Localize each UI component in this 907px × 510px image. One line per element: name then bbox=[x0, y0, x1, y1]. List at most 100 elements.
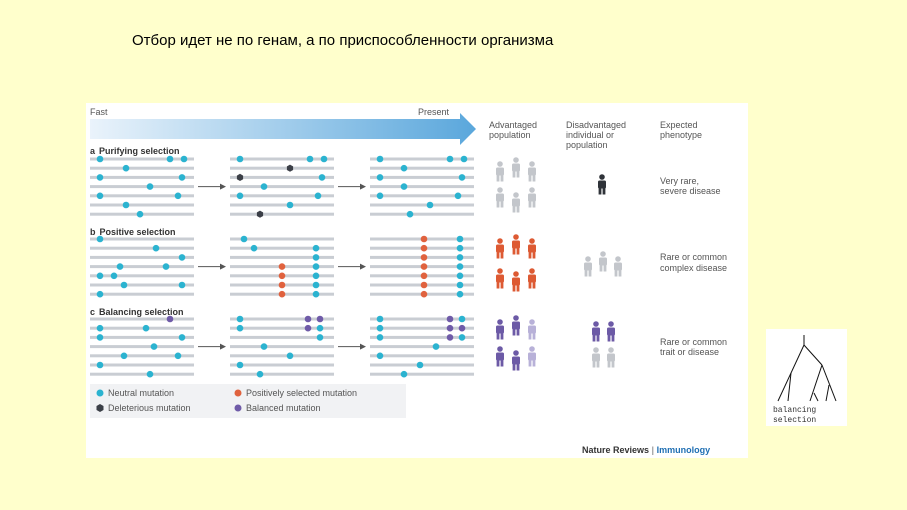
balanced-mutation-dot bbox=[304, 324, 312, 332]
neutral-mutation-dot bbox=[456, 281, 464, 289]
generated-marks bbox=[90, 155, 622, 378]
neutral-mutation-dot bbox=[312, 272, 320, 280]
chromosome-line-0-2-4 bbox=[370, 194, 474, 198]
balanced-mutation-dot bbox=[304, 315, 312, 323]
disadvantaged-person-a-head bbox=[599, 174, 605, 180]
timeline-end: Present bbox=[418, 107, 450, 117]
neutral-mutation-dot bbox=[376, 324, 384, 332]
neutral-mutation-dot bbox=[96, 192, 104, 200]
positive-mutation-dot bbox=[420, 235, 428, 243]
chromosome-line-1-0-5 bbox=[90, 283, 194, 287]
positive-mutation-dot bbox=[420, 244, 428, 252]
neutral-mutation-dot bbox=[122, 201, 130, 209]
neutral-mutation-dot bbox=[178, 281, 186, 289]
neutral-mutation-dot bbox=[260, 343, 268, 350]
advantaged-person-a-4-leg-left bbox=[512, 206, 516, 213]
advantaged-person-b-5-torso bbox=[528, 274, 536, 283]
chromosome-line-2-0-1 bbox=[90, 326, 194, 330]
neutral-mutation-dot bbox=[400, 370, 408, 378]
disadvantaged-person-a-torso bbox=[598, 180, 606, 189]
chromosome-line-2-1-2 bbox=[230, 335, 334, 339]
advantaged-person-a-0-leg-left bbox=[496, 175, 500, 182]
advantaged-person-a-1-head bbox=[513, 157, 519, 163]
neutral-mutation-dot bbox=[162, 263, 170, 270]
positive-mutation-dot bbox=[278, 263, 286, 270]
chromosome-line-2-2-3 bbox=[370, 345, 474, 349]
disadvantaged-person-c-grey-0-head bbox=[593, 347, 599, 353]
chromosome-line-2-2-1 bbox=[370, 326, 474, 330]
advantaged-person-a-1-leg-right bbox=[516, 171, 520, 178]
chromosome-line-2-2-4 bbox=[370, 354, 474, 358]
neutral-mutation-dot bbox=[432, 343, 440, 350]
disadvantaged-person-b-2-head bbox=[615, 256, 621, 262]
chromosome-line-2-1-1 bbox=[230, 326, 334, 330]
advantaged-person-c-1-leg-right bbox=[516, 329, 520, 336]
neutral-mutation-dot bbox=[456, 254, 464, 261]
disadvantaged-person-b-1-torso bbox=[599, 257, 607, 266]
neutral-mutation-dot bbox=[456, 244, 464, 252]
chromosome-line-0-2-6 bbox=[370, 212, 474, 216]
disadvantaged-person-b-1-leg-left bbox=[599, 265, 603, 272]
neutral-mutation-dot bbox=[318, 174, 326, 181]
neutral-mutation-dot bbox=[96, 361, 104, 369]
balancing-tree-thumbnail: balancing selection bbox=[766, 329, 847, 426]
advantaged-person-b-2-leg-left bbox=[528, 252, 532, 259]
advantaged-person-b-2-leg-right bbox=[532, 252, 536, 259]
tree-caption: balancing selection bbox=[773, 406, 821, 425]
advantaged-person-a-4-leg-right bbox=[516, 206, 520, 213]
neutral-mutation-dot bbox=[260, 183, 268, 190]
advantaged-person-a-0-head bbox=[497, 161, 503, 167]
deleterious-mutation-dot bbox=[286, 164, 294, 172]
neutral-mutation-dot bbox=[120, 352, 128, 360]
neutral-mutation-dot bbox=[236, 155, 244, 163]
chromosome-line-2-1-6 bbox=[230, 372, 334, 376]
advantaged-person-c-3-leg-left bbox=[496, 360, 500, 367]
generation-arrowhead-2-1 bbox=[360, 343, 366, 350]
generation-arrowhead-0-1 bbox=[360, 183, 366, 190]
advantaged-person-a-5-torso bbox=[528, 193, 536, 202]
legend-box bbox=[90, 384, 406, 418]
legend-neutral-swatch bbox=[96, 389, 104, 397]
chromosome-line-0-2-1 bbox=[370, 166, 474, 170]
neutral-mutation-dot bbox=[306, 155, 314, 163]
chromosome-line-2-2-0 bbox=[370, 317, 474, 321]
neutral-mutation-dot bbox=[96, 174, 104, 181]
chromosome-line-1-0-0 bbox=[90, 237, 194, 241]
advantaged-person-a-3-head bbox=[497, 187, 503, 193]
advantaged-person-a-2-leg-left bbox=[528, 175, 532, 182]
chromosome-line-0-1-5 bbox=[230, 203, 334, 207]
neutral-mutation-dot bbox=[96, 324, 104, 332]
neutral-mutation-dot bbox=[376, 155, 384, 163]
positive-mutation-dot bbox=[420, 254, 428, 261]
chromosome-line-2-0-6 bbox=[90, 372, 194, 376]
advantaged-person-a-1-leg-left bbox=[512, 171, 516, 178]
disadvantaged-person-c-grey-0-leg-left bbox=[592, 361, 596, 368]
slide-title: Отбор идет не по генам, а по приспособле… bbox=[132, 32, 554, 49]
balanced-mutation-dot bbox=[166, 315, 174, 323]
neutral-mutation-dot bbox=[406, 210, 414, 218]
chromosome-line-2-1-3 bbox=[230, 345, 334, 349]
neutral-mutation-dot bbox=[180, 155, 188, 163]
positive-mutation-dot bbox=[278, 281, 286, 289]
positive-mutation-dot bbox=[278, 272, 286, 280]
neutral-mutation-dot bbox=[256, 370, 264, 378]
advantaged-person-a-3-leg-left bbox=[496, 201, 500, 208]
neutral-mutation-dot bbox=[312, 263, 320, 270]
neutral-mutation-dot bbox=[314, 192, 322, 200]
balanced-mutation-dot bbox=[446, 315, 454, 323]
advantaged-person-b-1-head bbox=[513, 234, 519, 240]
neutral-mutation-dot bbox=[416, 361, 424, 369]
advantaged-person-c-3-head bbox=[497, 346, 503, 352]
advantaged-person-b-4-torso bbox=[512, 277, 520, 286]
advantaged-person-c-4-leg-right bbox=[516, 364, 520, 371]
legend-positive-label: Positively selected mutation bbox=[246, 388, 357, 398]
advantaged-person-a-2-head bbox=[529, 161, 535, 167]
advantaged-person-a-4-head bbox=[513, 192, 519, 198]
disadvantaged-person-c-purple-1-leg-right bbox=[611, 335, 615, 342]
advantaged-person-b-1-leg-right bbox=[516, 248, 520, 255]
neutral-mutation-dot bbox=[178, 334, 186, 341]
neutral-mutation-dot bbox=[146, 183, 154, 190]
neutral-mutation-dot bbox=[240, 235, 248, 243]
advantaged-person-b-0-leg-left bbox=[496, 252, 500, 259]
